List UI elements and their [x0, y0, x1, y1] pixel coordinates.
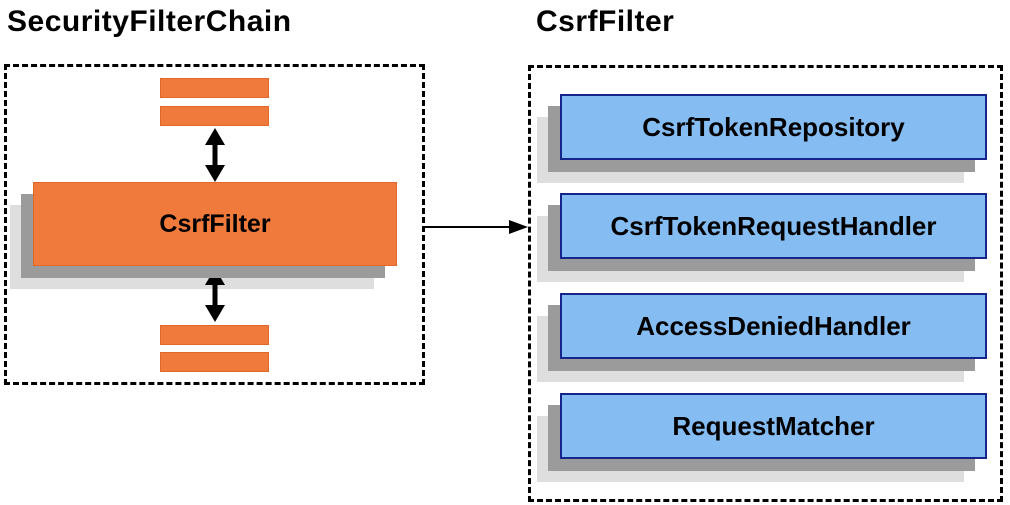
component-label: CsrfTokenRequestHandler — [610, 210, 937, 241]
component-node-csrf-token-repository: CsrfTokenRepository — [537, 94, 987, 183]
up-down-arrow-icon — [205, 128, 225, 182]
security-filter-chain-title: SecurityFilterChain — [7, 5, 292, 38]
filter-bar — [160, 106, 269, 126]
filter-bar — [160, 78, 269, 98]
component-node-request-matcher: RequestMatcher — [537, 393, 987, 482]
component-label: CsrfTokenRepository — [642, 111, 905, 142]
csrf-filter-container — [528, 65, 1003, 502]
security-filter-chain-container — [4, 64, 425, 385]
csrf-filter-node: CsrfFilter — [10, 182, 397, 289]
csrf-filter-title: CsrfFilter — [536, 5, 675, 38]
component-label: RequestMatcher — [672, 410, 875, 441]
component-node-access-denied-handler: AccessDeniedHandler — [537, 293, 987, 382]
filter-bar — [160, 325, 269, 345]
component-label: AccessDeniedHandler — [636, 310, 911, 341]
csrf-filter-node-label: CsrfFilter — [159, 209, 271, 238]
filter-bar — [160, 352, 269, 372]
right-arrow-icon — [424, 220, 528, 234]
component-node-csrf-token-request-handler: CsrfTokenRequestHandler — [537, 193, 987, 282]
